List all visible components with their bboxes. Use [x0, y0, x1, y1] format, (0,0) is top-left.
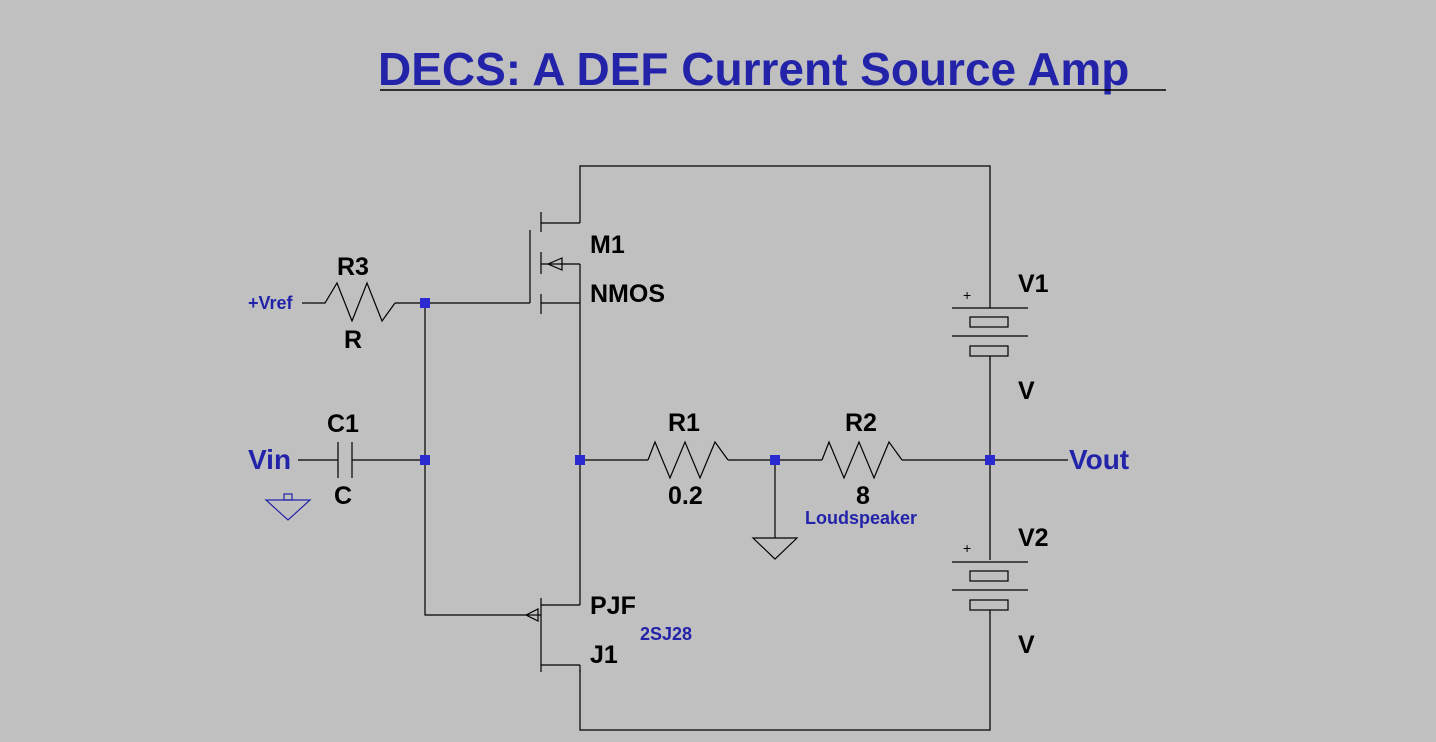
- r2-name: R2: [845, 409, 877, 437]
- v2-value: V: [1018, 631, 1035, 659]
- r2-note: Loudspeaker: [805, 508, 917, 528]
- transistor-j1[interactable]: [524, 598, 581, 672]
- j1-model: PJF: [590, 592, 636, 620]
- svg-text:+: +: [963, 540, 971, 556]
- junction-vout: [985, 455, 995, 465]
- svg-text:+: +: [963, 287, 971, 303]
- m1-name: M1: [590, 231, 625, 259]
- m1-model: NMOS: [590, 280, 665, 308]
- net-vin: Vin: [248, 444, 291, 475]
- net-vref: +Vref: [248, 293, 294, 313]
- battery-v2[interactable]: +: [952, 540, 1028, 614]
- r3-value: R: [344, 326, 362, 354]
- page-title: DECS: A DEF Current Source Amp: [378, 43, 1129, 95]
- resistor-r1[interactable]: [647, 440, 729, 480]
- v1-value: V: [1018, 377, 1035, 405]
- r1-name: R1: [668, 409, 700, 437]
- vin-ground-icon: [264, 493, 312, 521]
- capacitor-c1[interactable]: [337, 442, 353, 478]
- transistor-m1[interactable]: [529, 212, 581, 314]
- resistor-r3[interactable]: [318, 281, 396, 323]
- junction-gnd: [770, 455, 780, 465]
- junction-center: [575, 455, 585, 465]
- v1-name: V1: [1018, 270, 1049, 298]
- junctions: [420, 298, 995, 465]
- ground-icon: [751, 537, 799, 560]
- resistor-r2[interactable]: [821, 440, 903, 480]
- r1-value: 0.2: [668, 482, 703, 510]
- battery-v1[interactable]: +: [952, 287, 1028, 360]
- c1-name: C1: [327, 410, 359, 438]
- net-vout: Vout: [1069, 444, 1129, 475]
- r2-value: 8: [856, 482, 870, 510]
- junction-gate: [420, 298, 430, 308]
- junction-vin: [420, 455, 430, 465]
- c1-value: C: [334, 482, 352, 510]
- j1-name: J1: [590, 641, 618, 669]
- v2-name: V2: [1018, 524, 1049, 552]
- j1-part: 2SJ28: [640, 624, 692, 644]
- r3-name: R3: [337, 253, 369, 281]
